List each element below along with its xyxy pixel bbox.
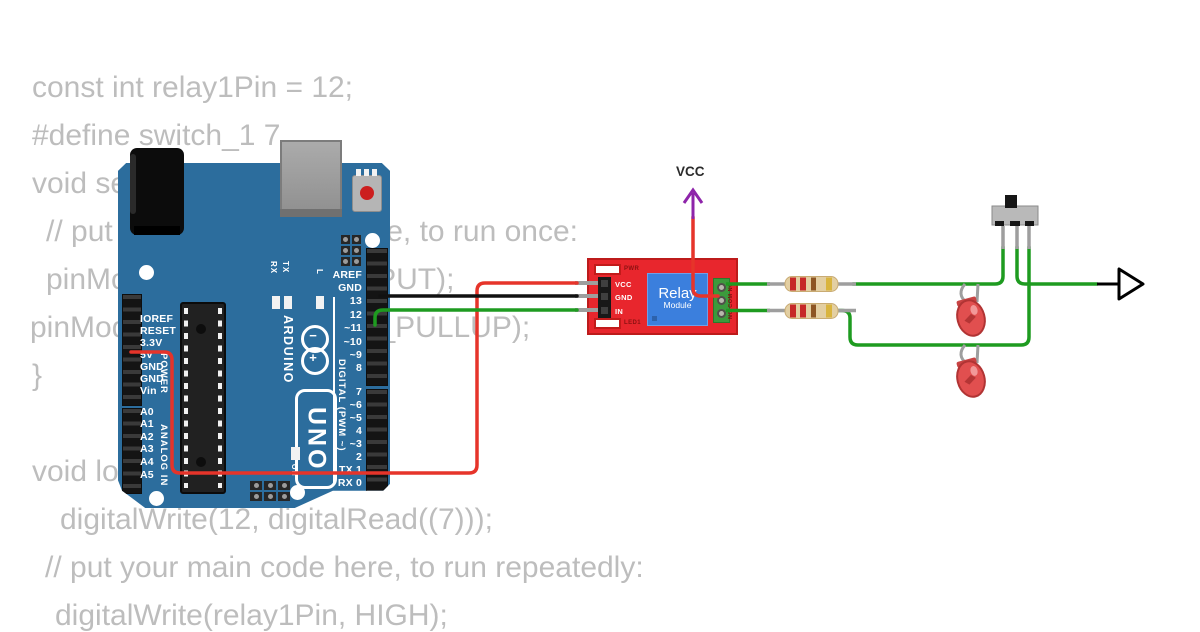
terminal-labels: NO COM NC bbox=[728, 282, 734, 319]
on-led bbox=[291, 447, 300, 460]
pin-label-8: 8 bbox=[355, 362, 362, 375]
pin-label-gnd: GND bbox=[338, 281, 362, 294]
pin-label--5: ~5 bbox=[349, 411, 362, 424]
code-line: const int relay1Pin = 12; bbox=[32, 71, 354, 104]
pin-label-a4: A4 bbox=[140, 455, 154, 468]
code-line: // put your main code here, to run repea… bbox=[45, 551, 644, 584]
analog-header[interactable] bbox=[122, 408, 142, 494]
icsp-header-bottom[interactable] bbox=[250, 481, 290, 501]
atmega328-chip bbox=[180, 302, 226, 494]
tx-led bbox=[284, 296, 292, 309]
led-label-l: L bbox=[315, 269, 324, 275]
code-line: digitalWrite(relay1Pin, HIGH); bbox=[55, 599, 448, 632]
led-label-rx: RX bbox=[269, 261, 278, 275]
mounting-hole bbox=[139, 265, 154, 280]
pin-label-aref: AREF bbox=[332, 268, 362, 281]
pin-label-12: 12 bbox=[349, 308, 362, 321]
led1-label: LED1 bbox=[624, 320, 641, 326]
relay-module[interactable]: PWR VCC GND IN LED1 Relay Module NO COM … bbox=[587, 258, 738, 335]
pin-label-a3: A3 bbox=[140, 443, 154, 456]
relay-subtitle: Module bbox=[663, 300, 692, 310]
pin-label-rx-0: RX 0 bbox=[337, 476, 362, 489]
pin-label-2: 2 bbox=[355, 450, 362, 463]
vcc-symbol-label: VCC bbox=[676, 164, 705, 179]
pin-label-13: 13 bbox=[349, 295, 362, 308]
relay-box: Relay Module bbox=[647, 273, 708, 326]
pin-label--9: ~9 bbox=[349, 348, 362, 361]
pin-label-vin: Vin bbox=[140, 384, 157, 397]
arduino-brand-label: ARDUINO bbox=[281, 315, 295, 384]
power-jack bbox=[130, 148, 184, 235]
mounting-hole bbox=[290, 485, 305, 500]
pin-label--3: ~3 bbox=[349, 437, 362, 450]
mounting-hole bbox=[365, 233, 380, 248]
pin-label-7: 7 bbox=[355, 385, 362, 398]
pin-label-a2: A2 bbox=[140, 430, 154, 443]
terminal-no[interactable] bbox=[717, 283, 726, 292]
rx-led bbox=[272, 296, 280, 309]
pwr-led-component bbox=[594, 264, 621, 275]
icsp-header-top[interactable] bbox=[341, 235, 361, 266]
pin-label-ioref: IOREF bbox=[140, 312, 174, 325]
relay-pin-header[interactable] bbox=[598, 277, 611, 320]
pin-label-reset: RESET bbox=[140, 324, 177, 337]
pin-label--11: ~11 bbox=[344, 322, 362, 335]
reset-button-cap[interactable] bbox=[360, 186, 374, 200]
led-label-tx: TX bbox=[281, 261, 290, 274]
pin-label-a1: A1 bbox=[140, 418, 154, 431]
relay-gnd-label: GND bbox=[615, 293, 633, 302]
pin-label-a5: A5 bbox=[140, 468, 154, 481]
code-line: #define switch_1 7 bbox=[32, 119, 281, 152]
relay-title: Relay bbox=[658, 285, 697, 302]
pin-label-4: 4 bbox=[355, 424, 362, 437]
pin-label-5v: 5V bbox=[140, 348, 154, 361]
relay-in-label: IN bbox=[615, 307, 624, 316]
pin-label--10: ~10 bbox=[343, 335, 362, 348]
terminal-com[interactable] bbox=[717, 296, 726, 305]
pin-label-gnd: GND bbox=[140, 372, 164, 385]
code-line: digitalWrite(12, digitalRead((7))); bbox=[60, 503, 493, 536]
terminal-nc[interactable] bbox=[717, 309, 726, 318]
code-line: } bbox=[32, 359, 43, 392]
digital-header-bottom[interactable] bbox=[366, 389, 388, 499]
pin-label--6: ~6 bbox=[349, 398, 362, 411]
led1-component bbox=[594, 318, 621, 329]
power-header[interactable] bbox=[122, 294, 142, 406]
mounting-hole bbox=[149, 491, 164, 506]
pin-label-a0: A0 bbox=[140, 405, 154, 418]
reset-button[interactable] bbox=[352, 169, 382, 212]
pin-label-gnd: GND bbox=[140, 360, 164, 373]
usb-connector bbox=[280, 140, 342, 217]
relay-vcc-label: VCC bbox=[615, 280, 632, 289]
pin-label-3-3v: 3.3V bbox=[140, 336, 163, 349]
digital-header-top[interactable] bbox=[366, 248, 388, 386]
pwr-label: PWR bbox=[624, 266, 640, 272]
analog-section-label: ANALOG IN bbox=[158, 424, 169, 487]
pin-label-tx-1: TX 1 bbox=[339, 463, 362, 476]
on-label: ON bbox=[290, 464, 297, 477]
